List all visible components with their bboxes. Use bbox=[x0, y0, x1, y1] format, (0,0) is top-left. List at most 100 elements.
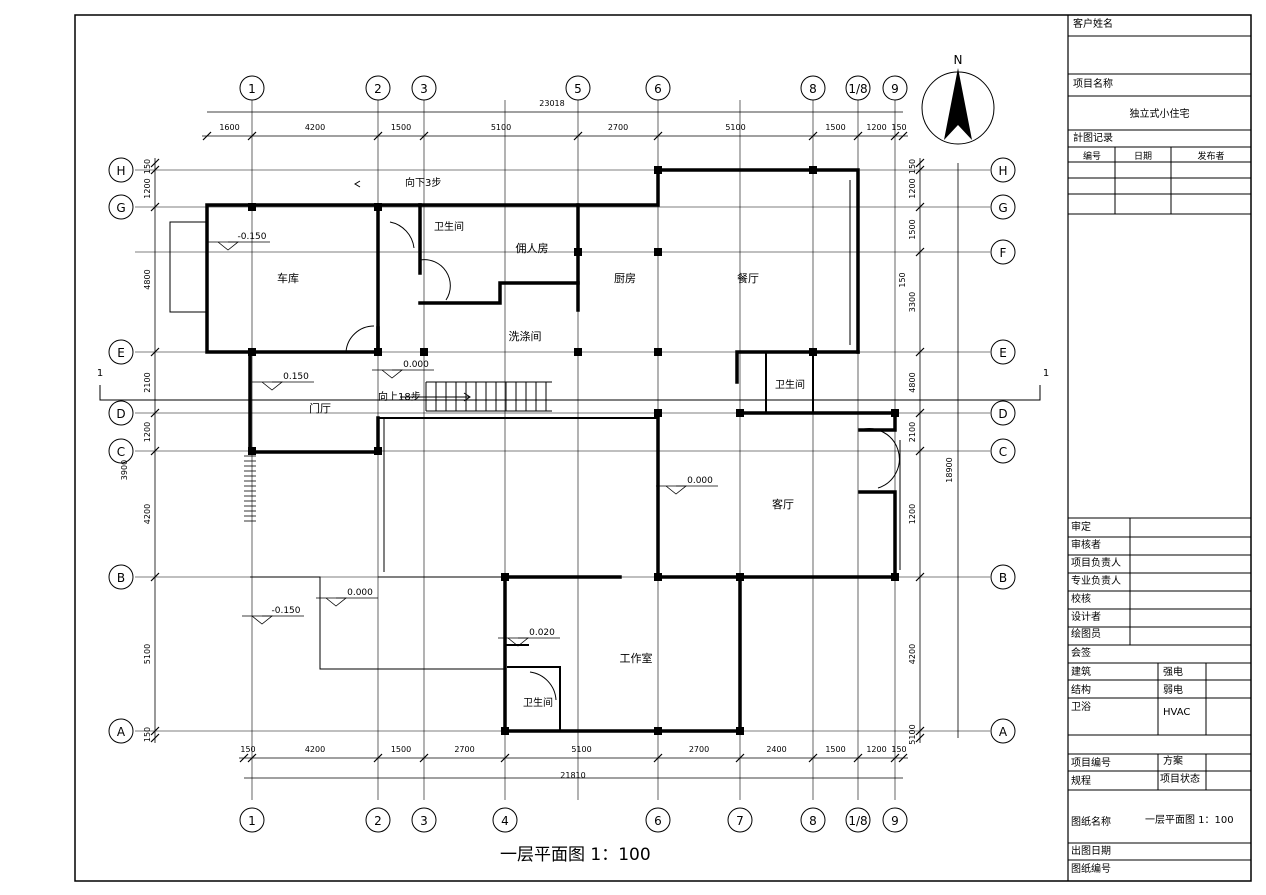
dim-top-label: 1500 bbox=[391, 123, 411, 132]
dim-bottom-tick bbox=[247, 753, 257, 763]
entry-walls bbox=[248, 350, 380, 454]
tb-scheme: 方案 bbox=[1163, 756, 1183, 767]
dimension-lines bbox=[150, 111, 959, 779]
dim-bottom-tick bbox=[735, 753, 745, 763]
door-swing-2 bbox=[419, 259, 451, 301]
dim-right-tick bbox=[915, 446, 925, 456]
level-stair: 0.000 bbox=[403, 360, 429, 370]
dim-right-extra: 150 bbox=[898, 272, 907, 287]
axis-row-right: C bbox=[999, 445, 1007, 459]
room-study: 工作室 bbox=[620, 651, 653, 665]
stair-up-label: 向上18步 bbox=[378, 390, 421, 403]
axis-row-right-circle bbox=[990, 718, 1016, 744]
axis-row-right-circle bbox=[990, 157, 1016, 183]
axis-row-right: H bbox=[998, 164, 1007, 178]
column bbox=[420, 348, 428, 356]
dim-right-tick bbox=[915, 165, 925, 175]
dim-left-tick bbox=[150, 726, 160, 736]
axis-row-right: D bbox=[998, 407, 1007, 421]
columns bbox=[248, 166, 899, 735]
dim-left-label: 150 bbox=[143, 159, 152, 174]
column bbox=[891, 573, 899, 581]
stair-arrow-head bbox=[463, 392, 471, 402]
axis-col-top-circle bbox=[645, 75, 671, 101]
room-bath3: 卫生间 bbox=[523, 696, 553, 709]
axis-row-right-circle bbox=[990, 564, 1016, 590]
tb-rev-col-no: 编号 bbox=[1082, 152, 1101, 162]
tb-cosign: 会签 bbox=[1071, 648, 1091, 659]
section-line bbox=[99, 385, 1041, 401]
sheet-border bbox=[74, 14, 1252, 882]
dim-left-tick bbox=[150, 408, 160, 418]
dim-top-tick bbox=[890, 131, 900, 141]
axis-row-left-circle bbox=[108, 400, 134, 426]
dim-left-label: 150 bbox=[143, 727, 152, 742]
axis-row-right: E bbox=[999, 346, 1007, 360]
garage-ramp bbox=[169, 221, 207, 313]
axis-col-bottom-circle bbox=[845, 807, 871, 833]
walls bbox=[205, 168, 897, 733]
axis-row-left: G bbox=[116, 201, 125, 215]
axis-row-left: B bbox=[117, 571, 125, 585]
axis-col-top: 6 bbox=[654, 82, 662, 96]
axis-row-right-circle bbox=[990, 239, 1016, 265]
dim-top-tick bbox=[573, 131, 583, 141]
dim-top-tick bbox=[373, 131, 383, 141]
dim-top-label: 1600 bbox=[219, 123, 239, 132]
stair-down-label: 向下3步 bbox=[405, 176, 441, 189]
level-garage: -0.150 bbox=[237, 232, 266, 242]
axis-col-bottom: 8 bbox=[809, 814, 817, 828]
axis-col-top-circle bbox=[239, 75, 265, 101]
terrace-outline bbox=[250, 576, 505, 670]
tb-revision-label: 計图记录 bbox=[1073, 133, 1113, 144]
door-swing-1 bbox=[389, 221, 415, 249]
dim-right-tick bbox=[915, 347, 925, 357]
dim-left-tick bbox=[150, 165, 160, 175]
dim-right-tick bbox=[915, 733, 925, 743]
axis-col-top-circle bbox=[882, 75, 908, 101]
dim-bottom-label: 5100 bbox=[571, 745, 591, 754]
dim-top-label: 150 bbox=[891, 123, 906, 132]
tb-drawing-name: 一层平面图 1：100 bbox=[1145, 815, 1234, 826]
tb-project-name: 独立式小住宅 bbox=[1129, 109, 1190, 120]
column bbox=[736, 409, 744, 417]
axis-col-top: 1/8 bbox=[848, 82, 867, 96]
dim-bottom-tick bbox=[419, 753, 429, 763]
dim-left-tick bbox=[150, 158, 160, 168]
column bbox=[374, 203, 382, 211]
dim-bottom-tick bbox=[808, 753, 818, 763]
tb-project-name-label: 项目名称 bbox=[1073, 79, 1113, 90]
dim-left-tick bbox=[150, 347, 160, 357]
tb-proof: 校核 bbox=[1071, 594, 1091, 605]
dim-right-tick bbox=[915, 726, 925, 736]
tb-check: 审核者 bbox=[1071, 540, 1101, 551]
dim-right-label: 3300 bbox=[908, 292, 917, 312]
column bbox=[654, 573, 662, 581]
level-terrace-low: -0.150 bbox=[271, 606, 300, 616]
tb-struct: 结构 bbox=[1071, 685, 1091, 696]
level-entry: 0.150 bbox=[283, 372, 309, 382]
section-mark-right: 1 bbox=[1043, 368, 1049, 379]
dim-left-extra: 3900 bbox=[120, 460, 129, 480]
column bbox=[809, 166, 817, 174]
drawing-title: 一层平面图 1：100 bbox=[500, 845, 651, 865]
dim-bottom-label: 1500 bbox=[825, 745, 845, 754]
axis-row-left: C bbox=[117, 445, 125, 459]
room-garage: 车库 bbox=[277, 271, 299, 285]
room-hall: 门厅 bbox=[309, 401, 331, 415]
room-kitchen: 厨房 bbox=[614, 272, 636, 285]
axis-col-top: 8 bbox=[809, 82, 817, 96]
level-terrace-symbol bbox=[316, 597, 348, 607]
column bbox=[654, 727, 662, 735]
column bbox=[374, 348, 382, 356]
axis-row-left: E bbox=[117, 346, 125, 360]
dim-top-label: 1200 bbox=[866, 123, 886, 132]
level-study-symbol bbox=[498, 637, 530, 647]
axis-row-left-circle bbox=[108, 564, 134, 590]
axis-row-right-circle bbox=[990, 400, 1016, 426]
axis-col-bottom-circle bbox=[411, 807, 437, 833]
axis-col-bottom-circle bbox=[239, 807, 265, 833]
axis-row-right: G bbox=[998, 201, 1007, 215]
